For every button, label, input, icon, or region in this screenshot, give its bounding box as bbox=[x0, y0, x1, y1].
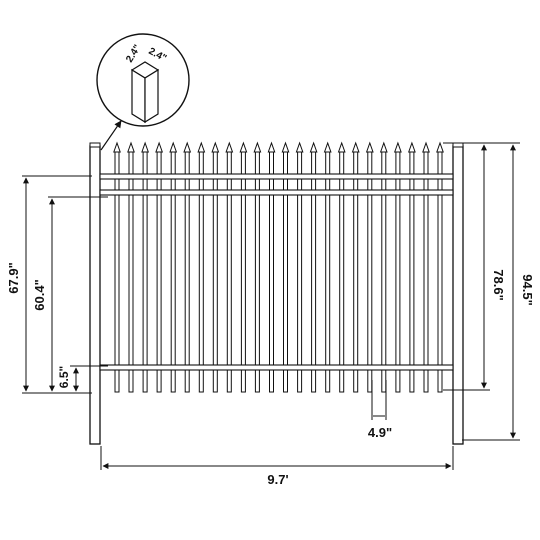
right-post-cap bbox=[452, 142, 464, 148]
picket-spear-tip bbox=[422, 141, 430, 153]
picket bbox=[295, 141, 304, 393]
picket-body bbox=[381, 151, 387, 393]
picket-body bbox=[367, 151, 373, 393]
picket bbox=[393, 141, 402, 393]
picket-spear-tip bbox=[281, 141, 290, 153]
dim-height-top-rail: 67.9" bbox=[6, 262, 21, 293]
picket-body bbox=[128, 151, 134, 393]
dim-height-mid-rail: 60.4" bbox=[32, 279, 47, 310]
picket-spear-tip bbox=[393, 141, 402, 153]
picket-body bbox=[437, 151, 443, 393]
posts bbox=[89, 142, 464, 445]
picket-body bbox=[339, 151, 345, 393]
picket bbox=[436, 141, 444, 393]
dim-picket-height: 78.6" bbox=[491, 269, 506, 300]
picket-spear-tip bbox=[253, 141, 262, 153]
picket-body bbox=[156, 151, 162, 393]
picket-spear-tip bbox=[239, 141, 248, 153]
picket-body bbox=[409, 151, 415, 393]
picket-body bbox=[283, 151, 288, 393]
picket-spear-tip bbox=[323, 141, 332, 153]
picket-body bbox=[226, 151, 232, 393]
picket-body bbox=[395, 151, 401, 393]
picket bbox=[169, 141, 178, 393]
picket-body bbox=[297, 151, 303, 393]
picket bbox=[239, 141, 248, 393]
picket bbox=[127, 141, 135, 393]
picket bbox=[365, 141, 374, 393]
picket-body bbox=[184, 151, 190, 393]
picket-body bbox=[325, 151, 331, 393]
rails bbox=[99, 173, 454, 371]
picket bbox=[323, 141, 332, 393]
picket-spear-tip bbox=[113, 141, 121, 153]
picket bbox=[422, 141, 430, 393]
right-post bbox=[452, 145, 464, 445]
post-detail-callout: 2.4" 2.4" bbox=[93, 33, 190, 158]
middle-rail bbox=[99, 189, 454, 196]
left-dimensions bbox=[22, 175, 108, 394]
picket-spear-tip bbox=[436, 141, 444, 153]
picket-spear-tip bbox=[267, 141, 276, 153]
picket bbox=[253, 141, 262, 393]
picket bbox=[267, 141, 276, 393]
picket-spear-tip bbox=[155, 141, 164, 153]
left-post-cap bbox=[89, 142, 101, 148]
picket bbox=[309, 141, 318, 393]
picket bbox=[281, 141, 290, 393]
picket-body bbox=[254, 151, 260, 393]
bottom-rail bbox=[99, 364, 454, 371]
picket-body bbox=[142, 151, 148, 393]
picket bbox=[197, 141, 206, 393]
width-dimension bbox=[100, 446, 454, 470]
picket-spear-tip bbox=[365, 141, 374, 153]
picket bbox=[141, 141, 150, 393]
picket-spear-tip bbox=[211, 141, 220, 153]
picket bbox=[183, 141, 192, 393]
picket bbox=[337, 141, 346, 393]
right-dimensions bbox=[443, 142, 520, 441]
picket-body bbox=[311, 151, 317, 393]
dim-panel-width: 9.7' bbox=[267, 472, 288, 487]
picket-spear-tip bbox=[197, 141, 206, 153]
picket bbox=[407, 141, 416, 393]
dim-post-height: 94.5" bbox=[520, 274, 535, 305]
picket-body bbox=[269, 151, 274, 393]
picket bbox=[379, 141, 388, 393]
left-post bbox=[89, 145, 101, 445]
picket-body bbox=[353, 151, 359, 393]
picket-spear-tip bbox=[407, 141, 416, 153]
pickets-group bbox=[113, 141, 444, 393]
picket bbox=[211, 141, 220, 393]
post-right-face bbox=[144, 68, 159, 124]
top-rail bbox=[99, 173, 454, 180]
picket-body bbox=[114, 151, 120, 393]
picket-spear-tip bbox=[295, 141, 304, 153]
picket bbox=[225, 141, 234, 393]
picket-spear-tip bbox=[351, 141, 360, 153]
picket-spear-tip bbox=[141, 141, 150, 153]
picket-body bbox=[423, 151, 429, 393]
picket-body bbox=[170, 151, 176, 393]
picket bbox=[113, 141, 121, 393]
picket-spear-tip bbox=[183, 141, 192, 153]
picket-spear-tip bbox=[127, 141, 135, 153]
picket-spear-tip bbox=[225, 141, 234, 153]
picket bbox=[351, 141, 360, 393]
picket-body bbox=[198, 151, 204, 393]
picket-spear-tip bbox=[169, 141, 178, 153]
picket-body bbox=[212, 151, 218, 393]
dim-ground-clearance: 6.5" bbox=[57, 366, 71, 388]
post-left-face bbox=[131, 68, 146, 124]
picket bbox=[155, 141, 164, 393]
picket-spear-tip bbox=[309, 141, 318, 153]
dim-picket-spacing: 4.9" bbox=[368, 425, 392, 440]
spacing-dimension bbox=[371, 380, 387, 420]
picket-spear-tip bbox=[379, 141, 388, 153]
callout-arrow bbox=[100, 120, 122, 151]
picket-spear-tip bbox=[337, 141, 346, 153]
picket-body bbox=[240, 151, 246, 393]
